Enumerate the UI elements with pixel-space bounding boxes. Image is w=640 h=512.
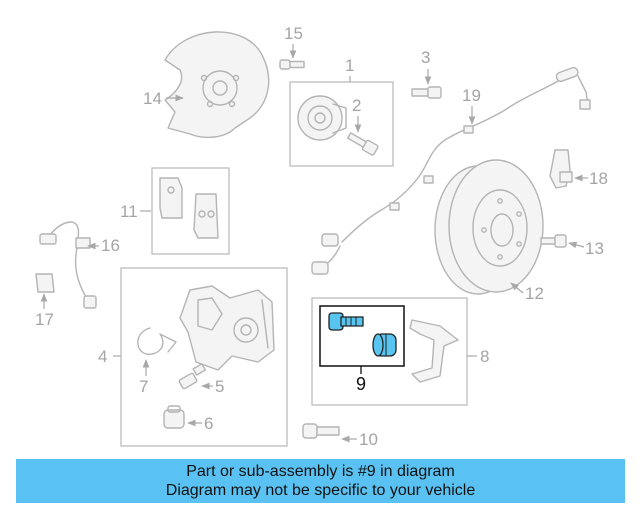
hub-group-box xyxy=(289,81,394,167)
callout-1: 1 xyxy=(345,56,354,75)
clip-part-17[interactable] xyxy=(35,273,55,293)
bolt-part-3[interactable] xyxy=(411,86,442,99)
callout-13: 13 xyxy=(585,239,604,258)
callout-15: 15 xyxy=(284,24,303,43)
brake-pad-group-box xyxy=(151,167,230,255)
highlighted-part-box xyxy=(319,305,405,367)
callout-10: 10 xyxy=(359,430,378,449)
slide-bracket-part-8[interactable] xyxy=(409,319,459,383)
callout-17: 17 xyxy=(35,310,54,329)
screw-part-13[interactable] xyxy=(540,234,567,248)
banner-line-disclaimer: Diagram may not be specific to your vehi… xyxy=(165,482,476,499)
callout-3: 3 xyxy=(421,48,430,67)
speed-sensor-part-18[interactable] xyxy=(549,149,573,189)
spring-clip-part-7[interactable] xyxy=(137,327,177,355)
bolt-part-10[interactable] xyxy=(302,423,340,439)
callout-16: 16 xyxy=(101,236,120,255)
guide-boot-part-9[interactable] xyxy=(372,333,397,357)
callout-14: 14 xyxy=(143,89,162,108)
bolt-part-2[interactable] xyxy=(347,132,379,156)
banner-line-part-number: Part or sub-assembly is #9 in diagram xyxy=(186,463,455,480)
callout-18: 18 xyxy=(589,169,608,188)
speed-sensor-harness-part-19[interactable] xyxy=(311,66,591,275)
callout-6: 6 xyxy=(204,414,213,433)
callout-12: 12 xyxy=(525,284,544,303)
callout-2: 2 xyxy=(352,96,361,115)
callout-5: 5 xyxy=(215,377,224,396)
backing-plate-part-14[interactable] xyxy=(164,31,270,139)
callout-4: 4 xyxy=(98,347,107,366)
bleeder-part-5[interactable] xyxy=(178,363,207,390)
caliper-group-box xyxy=(120,267,288,447)
brake-hose-part-16[interactable] xyxy=(39,221,97,309)
hardware-group-box xyxy=(311,297,468,406)
callout-19: 19 xyxy=(462,86,481,105)
guide-pin-bolt-part-9[interactable] xyxy=(328,312,364,331)
callout-7: 7 xyxy=(139,377,148,396)
info-banner: Part or sub-assembly is #9 in diagram Di… xyxy=(16,459,625,503)
brake-pads-part-11[interactable] xyxy=(159,177,219,239)
hub-bearing-part-1[interactable] xyxy=(297,95,347,141)
bolt-part-15[interactable] xyxy=(279,59,305,70)
brake-rotor-part-12[interactable] xyxy=(434,159,544,295)
callout-8: 8 xyxy=(480,347,489,366)
bushing-part-6[interactable] xyxy=(163,405,185,429)
callout-11: 11 xyxy=(120,202,138,221)
callout-9: 9 xyxy=(356,374,366,394)
caliper-part-4[interactable] xyxy=(179,285,275,371)
